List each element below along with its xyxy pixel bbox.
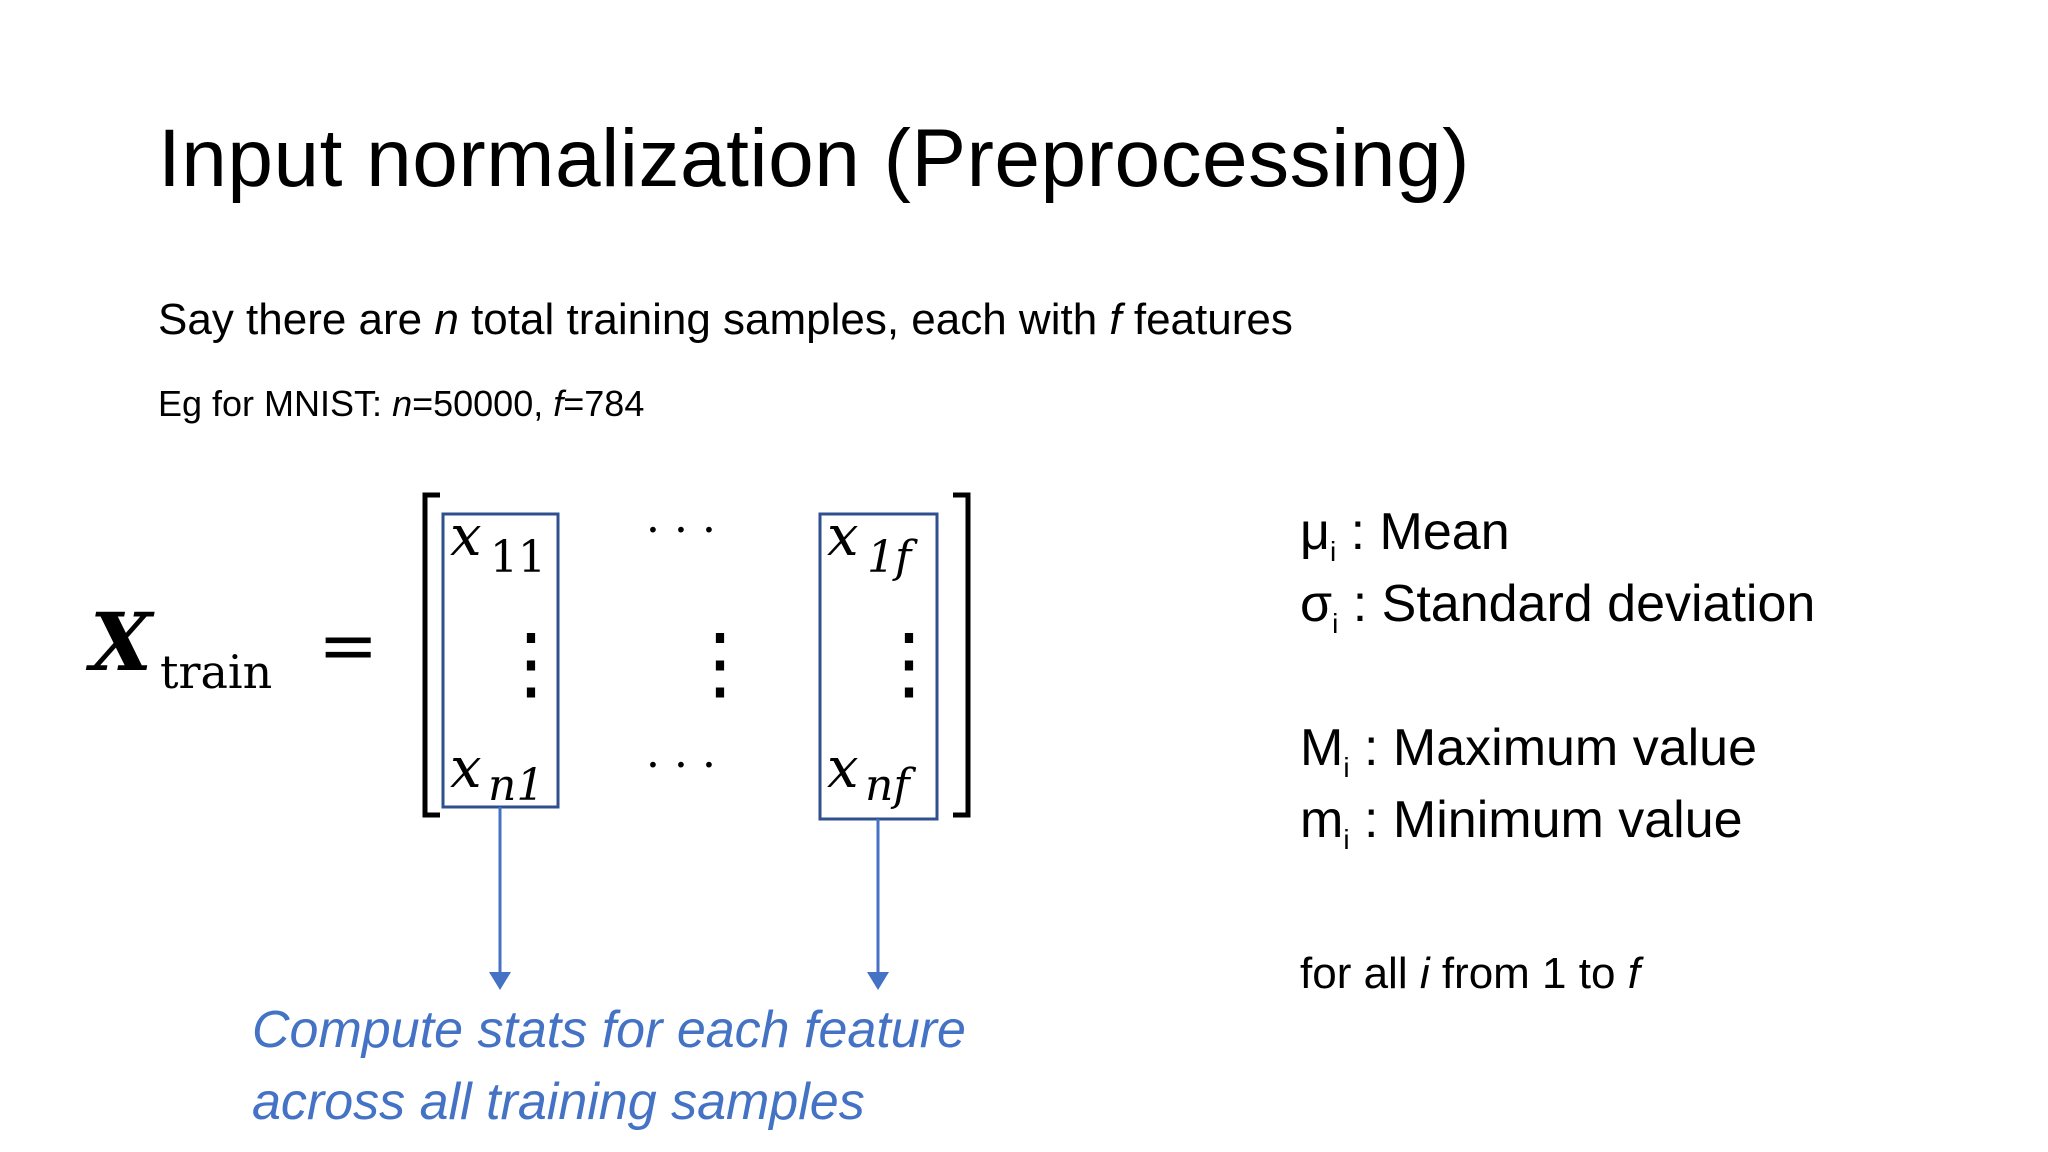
right-bracket — [953, 492, 971, 818]
matrix-lhs-subscript: train — [160, 645, 272, 699]
intro-prefix: Say there are — [158, 295, 435, 344]
example-text: Eg for MNIST: n=50000, f=784 — [158, 386, 644, 422]
min-subscript: i — [1343, 824, 1350, 855]
entry-xnf: x — [827, 736, 859, 801]
forall-f-var: f — [1627, 949, 1640, 998]
forall-middle: from 1 to — [1429, 949, 1628, 998]
slide-title: Input normalization (Preprocessing) — [158, 113, 1470, 204]
caption-line-1: Compute stats for each feature — [252, 1001, 966, 1059]
for-all-text: for all i from 1 to f — [1300, 952, 1640, 996]
caption-line-2: across all training samples — [252, 1073, 865, 1131]
max-label: : Maximum value — [1349, 719, 1758, 777]
entry-x1f-sub: 1f — [867, 532, 918, 583]
min-symbol: m — [1300, 791, 1344, 849]
legend-std: σi : Standard deviation — [1300, 578, 1815, 638]
legend-max: Mi : Maximum value — [1300, 722, 1757, 782]
example-f-var: f — [553, 383, 564, 424]
hdots-bottom: · · · — [646, 740, 716, 791]
min-label: : Minimum value — [1349, 791, 1743, 849]
left-bracket — [422, 492, 440, 818]
example-n-value: =50000, — [412, 383, 554, 424]
entry-xn1-sub: n1 — [488, 760, 544, 811]
mu-subscript: i — [1329, 536, 1337, 567]
entry-x1f: x — [827, 504, 859, 569]
legend-mean: μi : Mean — [1300, 506, 1510, 566]
entry-xn1: x — [450, 736, 482, 801]
legend-min: mi : Minimum value — [1300, 794, 1743, 854]
hdots-top: · · · — [646, 505, 716, 556]
vdots-middle: ⋮ — [680, 616, 760, 709]
sigma-symbol: σ — [1300, 575, 1333, 633]
intro-text: Say there are n total training samples, … — [158, 298, 1293, 342]
sigma-subscript: i — [1332, 608, 1339, 639]
intro-f-var: f — [1109, 295, 1122, 344]
max-subscript: i — [1343, 752, 1350, 783]
max-symbol: M — [1300, 719, 1344, 777]
matrix-equals: = — [318, 603, 378, 687]
forall-prefix: for all — [1300, 949, 1420, 998]
mu-symbol: μ — [1300, 503, 1330, 561]
std-label: : Standard deviation — [1338, 575, 1816, 633]
intro-suffix: features — [1121, 295, 1293, 344]
mean-label: : Mean — [1336, 503, 1510, 561]
vdots-first: ⋮ — [491, 616, 571, 709]
vdots-last: ⋮ — [869, 616, 949, 709]
entry-xnf-sub: nf — [865, 760, 916, 811]
example-n-var: n — [392, 383, 413, 424]
entry-x11: x — [450, 504, 482, 569]
intro-middle: total training samples, each with — [458, 295, 1110, 344]
intro-n-var: n — [434, 295, 459, 344]
entry-x11-sub: 11 — [490, 532, 546, 583]
forall-i-var: i — [1419, 949, 1430, 998]
matrix-lhs-symbol: X — [85, 595, 155, 689]
arrow-first-column-head — [489, 972, 511, 990]
arrow-last-column-head — [867, 972, 889, 990]
example-prefix: Eg for MNIST: — [158, 383, 393, 424]
example-f-value: =784 — [563, 383, 645, 424]
